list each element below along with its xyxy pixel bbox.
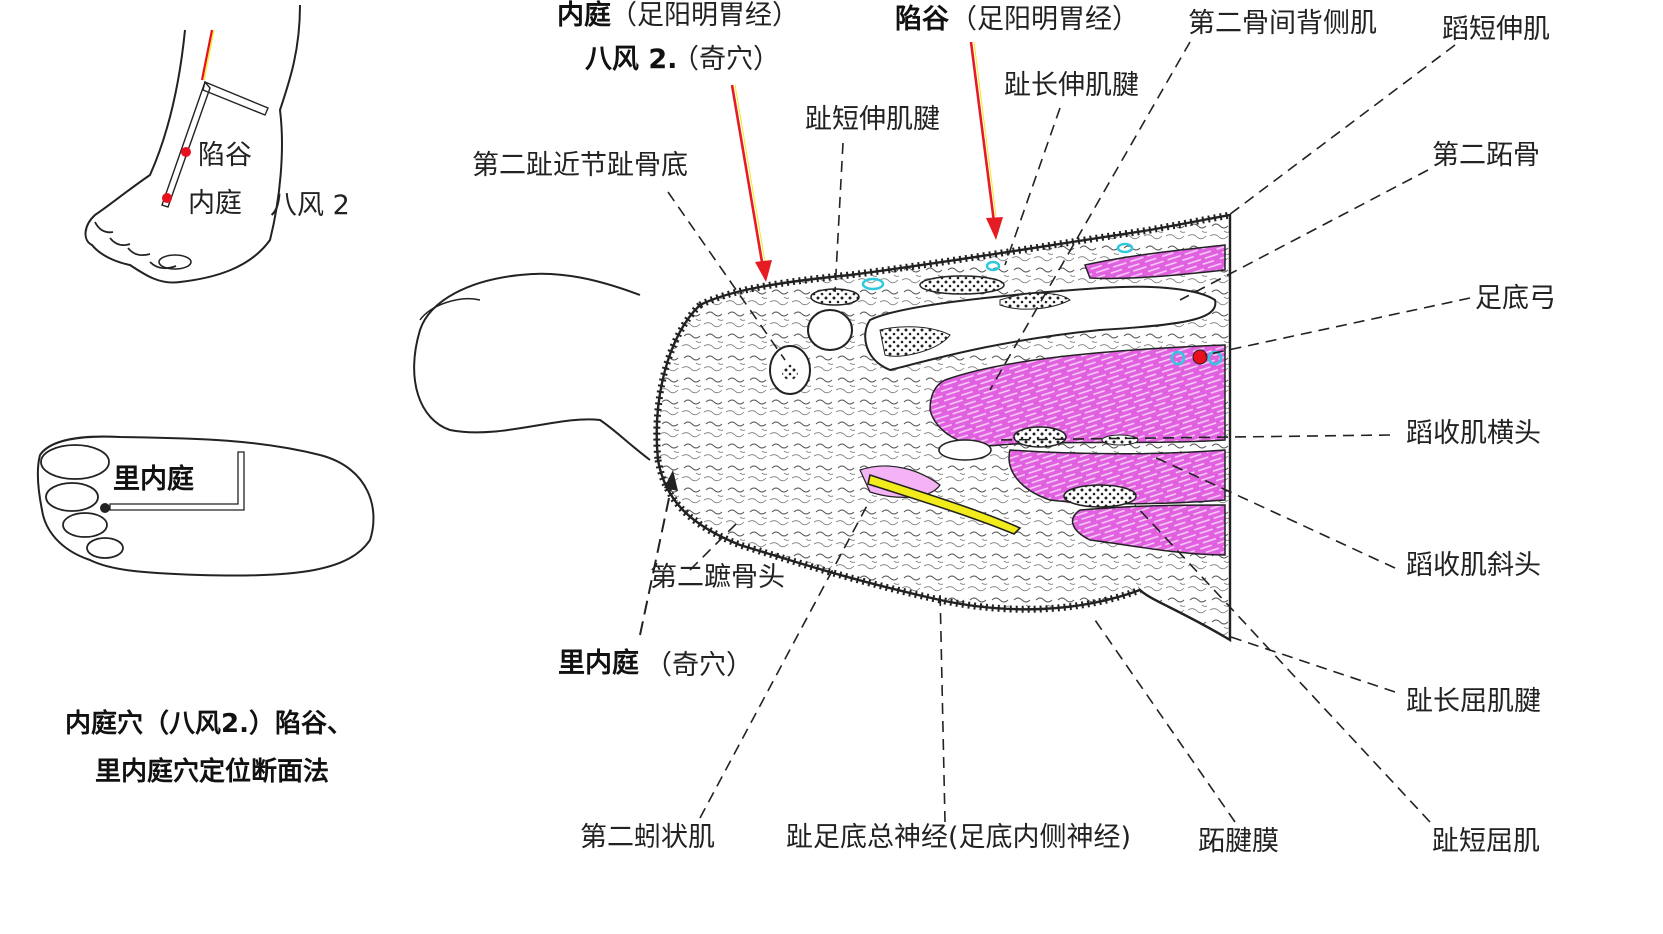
caption-line2: 里内庭穴定位断面法 — [95, 757, 330, 787]
label-lineiting: 里内庭 — [558, 648, 639, 679]
label-adductor-transverse: 蹈收肌横头 — [1406, 418, 1541, 449]
label-bafeng-type: （奇穴） — [672, 44, 780, 75]
label-second-proximal-phalanx-base: 第二趾近节趾骨底 — [472, 150, 688, 181]
label-adductor-oblique: 蹈收肌斜头 — [1406, 550, 1541, 581]
label-flex-digitorum-longus-tendon: 趾长屈肌腱 — [1406, 686, 1541, 717]
label-lineiting-type: （奇穴） — [645, 650, 753, 681]
label-xiangu-meridian: （足阳明胃经） — [950, 4, 1139, 35]
label-ext-digitorum-longus-tendon: 趾长伸肌腱 — [1004, 70, 1139, 101]
inset-sole — [36, 435, 375, 577]
main-cross-section — [413, 211, 1232, 643]
meridian-line — [200, 29, 214, 81]
label-neiting: 内庭 — [557, 0, 611, 31]
inset-label-xiangu: 陷谷 — [198, 140, 252, 171]
label-ext-digitorum-brevis-tendon: 趾短伸肌腱 — [805, 104, 940, 135]
label-ext-hallucis-brevis: 蹈短伸肌 — [1442, 14, 1550, 45]
plantar-arch-artery — [1192, 349, 1208, 365]
label-second-metatarsal: 第二跖骨 — [1432, 140, 1540, 171]
acupoint-arrows — [639, 41, 1003, 636]
inset-label-neiting: 内庭 — [188, 188, 242, 219]
label-plantar-arch: 足底弓 — [1475, 283, 1556, 314]
label-neiting-meridian: （足阳明胃经） — [610, 0, 799, 31]
label-plantar-aponeurosis: 跖腱膜 — [1198, 826, 1279, 857]
nerve — [867, 473, 1022, 535]
lineiting-point — [100, 503, 110, 513]
neiting-point — [162, 193, 172, 203]
caption-line1: 内庭穴（八风2.）陷谷、 — [65, 709, 353, 739]
label-xiangu: 陷谷 — [895, 4, 949, 35]
label-second-metatarsal-head: 第二蹠骨头 — [650, 562, 785, 593]
inset-label-lineiting: 里内庭 — [113, 464, 194, 495]
label-second-lumbrical: 第二蚓状肌 — [580, 822, 715, 853]
leader-lines — [667, 41, 1471, 823]
label-flex-digitorum-brevis: 趾短屈肌 — [1432, 826, 1540, 857]
label-second-dorsal-interosseous: 第二骨间背侧肌 — [1188, 8, 1377, 39]
inset-label-bafeng2: 八风 2 — [270, 190, 350, 221]
xiangu-point — [181, 147, 191, 157]
label-bafeng: 八风 2. — [585, 44, 678, 75]
inset-dorsal-foot — [84, 4, 301, 284]
label-plantar-digital-nerve: 趾足底总神经(足底内侧神经) — [786, 822, 1132, 853]
